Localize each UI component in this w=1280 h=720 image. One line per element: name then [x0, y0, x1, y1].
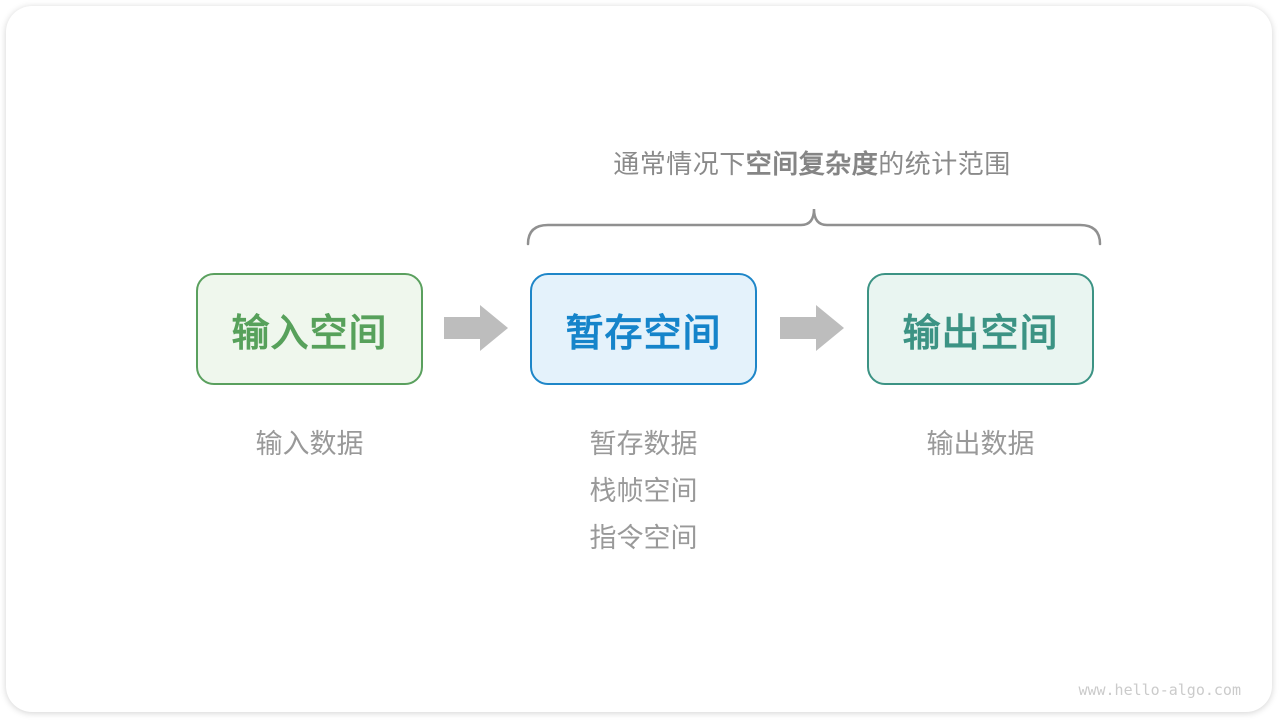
- caption-input-data: 输入数据: [255, 429, 364, 459]
- canvas-card: 通常情况下空间复杂度的统计范围 输入空间 暂存空间 输出空间 输入数据 暂存数据…: [6, 6, 1272, 712]
- right-arrow-icon: [444, 305, 508, 351]
- title-prefix: 通常情况下: [613, 149, 746, 179]
- curly-brace-icon: [526, 208, 1102, 246]
- title-bold-term: 空间复杂度: [745, 149, 879, 179]
- caption-temp-data: 暂存数据: [589, 429, 698, 459]
- input-space-box: 输入空间: [196, 273, 423, 385]
- temp-space-label: 暂存空间: [565, 312, 722, 355]
- watermark-url: www.hello-algo.com: [1078, 681, 1241, 699]
- caption-stack-frame-space: 栈帧空间: [589, 476, 698, 506]
- temp-space-box: 暂存空间: [530, 273, 757, 385]
- right-arrow-icon: [780, 305, 844, 351]
- caption-instruction-space: 指令空间: [589, 523, 698, 553]
- caption-output-data: 输出数据: [926, 429, 1035, 459]
- input-space-label: 输入空间: [231, 312, 388, 355]
- output-space-label: 输出空间: [902, 312, 1059, 355]
- diagram-title: 通常情况下空间复杂度的统计范围: [454, 149, 1170, 179]
- title-suffix: 的统计范围: [878, 149, 1011, 179]
- output-space-box: 输出空间: [867, 273, 1094, 385]
